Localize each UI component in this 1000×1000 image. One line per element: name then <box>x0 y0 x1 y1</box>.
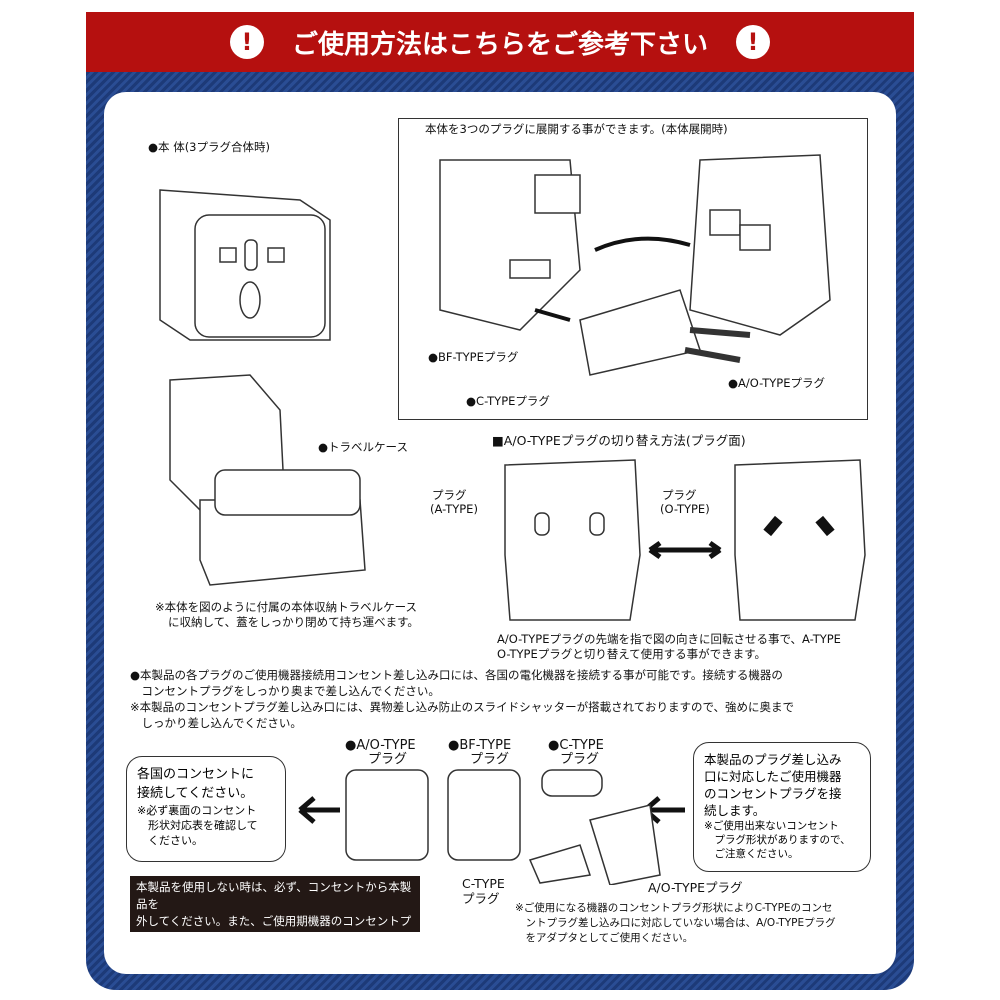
note-line: ※本製品のコンセントプラグ差し込み口には、異物差し込み防止のスライドシャッターが… <box>130 700 794 714</box>
plug-o-label-2: (O-TYPE) <box>660 502 710 516</box>
header-banner: ! ご使用方法はこちらをご参考下さい ! <box>86 12 914 72</box>
ao-type-plug-label: A/O-TYPEプラグ <box>648 880 743 895</box>
warning-text: 本製品を使用しない時は、必ず、コンセントから本製品を <box>136 880 412 911</box>
expand-title: 本体を3つのプラグに展開する事ができます。(本体展開時) <box>425 122 728 136</box>
right-callout: 本製品のプラグ差し込み 口に対応したご使用機器 のコンセントプラグを接 続します… <box>693 742 871 872</box>
note-line: ●本製品の各プラグのご使用機器接続用コンセント差し込み口には、各国の電化機器を接… <box>130 668 783 682</box>
case-note-line-1: ※本体を図のように付属の本体収納トラベルケース <box>155 600 418 614</box>
exclamation-icon: ! <box>229 25 264 59</box>
ao-type-label: ●A/O-TYPEプラグ <box>728 376 825 390</box>
header-title: ご使用方法はこちらをご参考下さい <box>291 29 708 60</box>
callout-note: プラグ形状がありますので、 <box>704 834 851 846</box>
warning-text: 外してください。また、ご使用期機器のコンセントプラグ <box>136 914 412 945</box>
expand-diagram-box <box>398 118 868 420</box>
callout-note: 形状対応表を確認して <box>137 819 258 832</box>
c-type-plug-label: C-TYPE <box>462 876 505 891</box>
callout-text: 各国のコンセントに <box>137 767 255 782</box>
exclamation-icon: ! <box>736 25 770 59</box>
plug-faces-illustration <box>298 769 685 885</box>
bf-type-label: ●BF-TYPEプラグ <box>428 350 519 364</box>
callout-text: 接続してください。 <box>137 786 254 801</box>
plug-face-illustration <box>504 459 866 621</box>
c-plug-heading: ●C-TYPE <box>548 738 604 753</box>
adapter-note: をアダプタとしてご使用ください。 <box>515 932 694 944</box>
adapter-note: ※ご使用になる機器のコンセントプラグ形状によりC-TYPEのコンセ <box>515 902 833 914</box>
callout-text: のコンセントプラグを接 <box>704 786 842 801</box>
callout-text: 本製品のプラグ差し込み <box>704 752 842 767</box>
adapter-note: ントプラグ差し込み口に対応していない場合は、A/O-TYPEプラグ <box>515 917 836 929</box>
callout-note: ご注意ください。 <box>704 848 799 860</box>
warning-text: も本製品からはずして保管してください。 <box>136 948 354 962</box>
travel-case-label: ●トラベルケース <box>318 440 408 454</box>
callout-note: ※ご使用出来ないコンセント <box>704 820 839 832</box>
case-note-line-2: に収納して、蓋をしっかり閉めて持ち運べます。 <box>168 615 419 629</box>
ao-plug-heading-2: プラグ <box>368 752 408 767</box>
plug-a-label-1: プラグ <box>432 488 467 502</box>
switch-note-line-2: O-TYPEプラグと切り替えて使用する事ができます。 <box>497 647 766 661</box>
left-callout: 各国のコンセントに 接続してください。 ※必ず裏面のコンセント 形状対応表を確認… <box>126 756 286 862</box>
callout-text: 口に対応したご使用機器 <box>704 769 842 784</box>
c-plug-heading-2: プラグ <box>560 752 600 767</box>
bf-plug-heading: ●BF-TYPE <box>448 738 512 753</box>
bf-plug-heading-2: プラグ <box>470 752 510 767</box>
plug-o-label-1: プラグ <box>662 488 697 502</box>
main-body-label: ●本 体(3プラグ合体時) <box>148 140 270 154</box>
note-line: しっかり差し込んでください。 <box>130 716 302 730</box>
switch-title: ■A/O-TYPEプラグの切り替え方法(プラグ面) <box>492 433 746 448</box>
travel-case-illustration <box>169 374 366 586</box>
callout-note: ※必ず裏面のコンセント <box>137 804 257 817</box>
expanded-plugs-illustration <box>439 154 831 376</box>
adapter-body-illustration <box>159 189 331 341</box>
c-type-label: ●C-TYPEプラグ <box>466 394 550 408</box>
warning-box: 本製品を使用しない時は、必ず、コンセントから本製品を 外してください。また、ご使… <box>130 876 420 962</box>
switch-note-line-1: A/O-TYPEプラグの先端を指で図の向きに回転させる事で、A-TYPE <box>497 632 841 646</box>
plug-a-label-2: (A-TYPE) <box>430 502 478 516</box>
callout-text: 続します。 <box>704 803 766 818</box>
note-line: コンセントプラグをしっかり奥まで差し込んでください。 <box>130 684 440 698</box>
ao-plug-heading: ●A/O-TYPE <box>345 738 416 753</box>
c-type-plug-label-2: プラグ <box>462 891 500 906</box>
callout-note: ください。 <box>137 834 203 847</box>
